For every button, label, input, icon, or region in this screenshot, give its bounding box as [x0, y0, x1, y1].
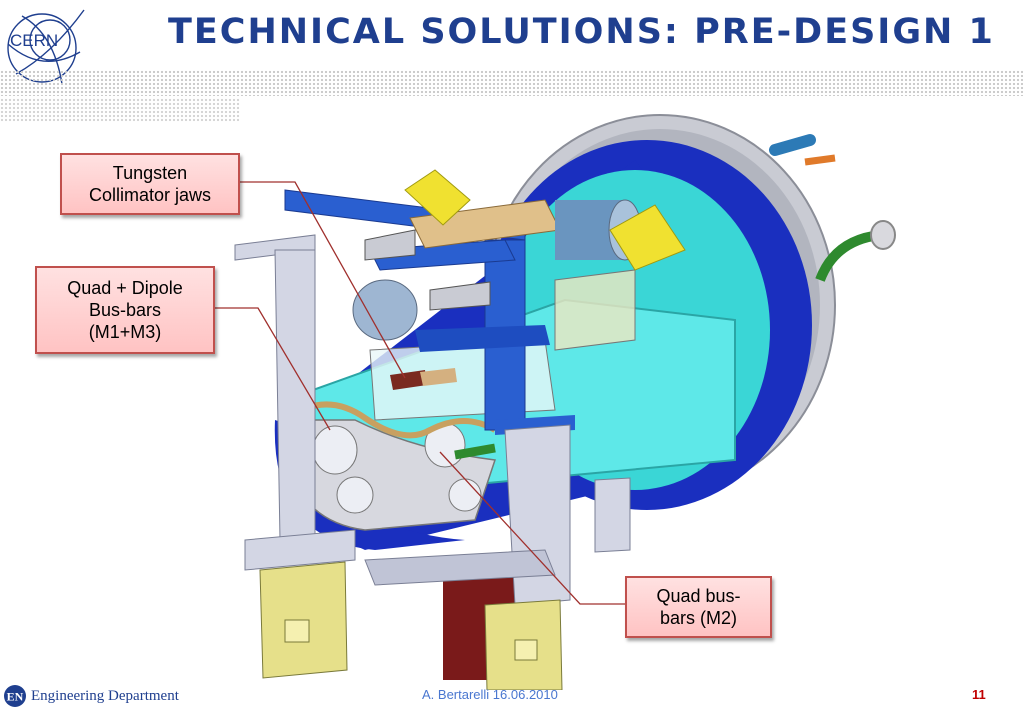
page-number: 11	[972, 687, 986, 702]
header-dot-band-lower	[0, 98, 240, 122]
callout-tungsten-jaws: Tungsten Collimator jaws	[60, 153, 240, 215]
cern-logo-text: CERN	[10, 31, 58, 50]
en-logo: EN	[4, 685, 26, 707]
svg-text:EN: EN	[7, 690, 24, 704]
header-dot-band	[0, 70, 1023, 96]
callout-quad-dipole-busbars: Quad + Dipole Bus-bars (M1+M3)	[35, 266, 215, 354]
department-name: Engineering Department	[31, 688, 179, 704]
callout-quad-busbars-m2: Quad bus- bars (M2)	[625, 576, 772, 638]
collimator-cryostat-assembly-render	[234, 114, 896, 690]
slide-title: TECHNICAL SOLUTIONS: PRE-DESIGN 1	[168, 12, 995, 52]
author-date: A. Bertarelli 16.06.2010	[422, 687, 558, 702]
